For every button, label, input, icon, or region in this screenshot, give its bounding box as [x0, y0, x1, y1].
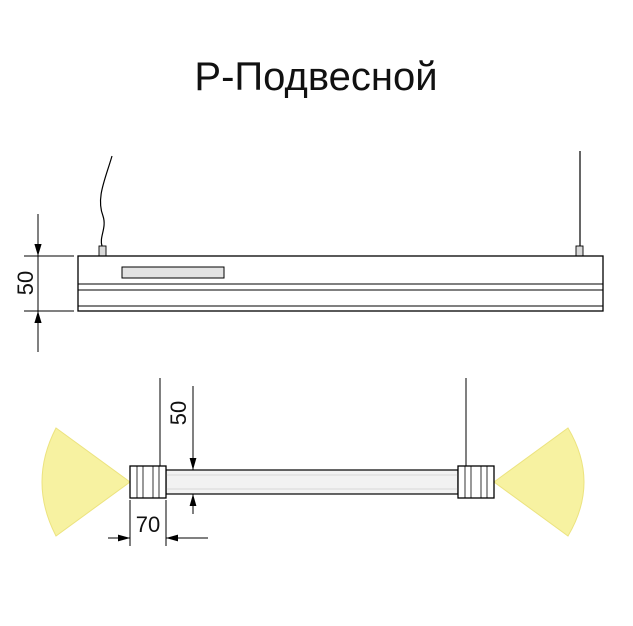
dimension-arrow-right [118, 534, 130, 542]
side-height-dim-label: 50 [13, 271, 38, 295]
light-beam-left [41, 427, 131, 537]
dimension-arrow-down [189, 458, 197, 470]
driver-box [121, 266, 225, 279]
cable-gripper-left [98, 245, 107, 257]
section-view [41, 378, 585, 537]
endcap-width-dim-label: 70 [136, 512, 160, 537]
light-beam-right [493, 427, 585, 537]
profile-height-dimension: 50 [166, 386, 197, 514]
profile-height-dim-label: 50 [166, 401, 191, 425]
tube-body [165, 469, 459, 495]
end-cap-left-body [129, 465, 167, 499]
endcap-width-dimension: 70 [108, 500, 208, 546]
side-view [77, 151, 604, 312]
dimension-arrow-top [34, 244, 42, 256]
side-height-dimension: 50 [13, 214, 74, 352]
page-title: Р-Подвесной [194, 55, 437, 99]
cable-gripper-right [575, 245, 584, 257]
end-cap-right [457, 465, 495, 499]
dimension-arrow-bottom [34, 311, 42, 323]
dimension-arrow-left [166, 534, 178, 542]
suspension-cable-left [99, 155, 113, 247]
end-cap-left [129, 465, 167, 499]
end-cap-right-body [457, 465, 495, 499]
dimension-arrow-up [189, 494, 197, 506]
